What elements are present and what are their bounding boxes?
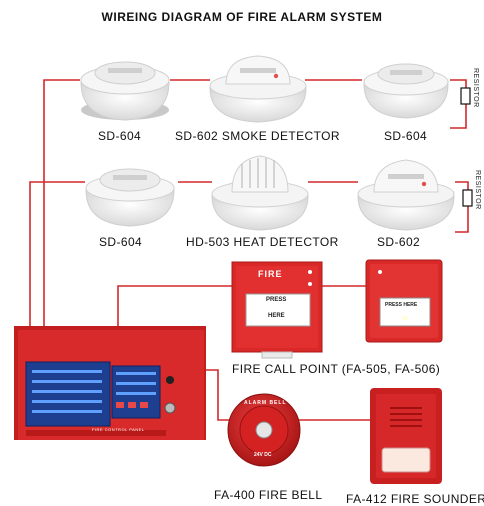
bell-text: ALARM BELL [244,400,287,406]
wire-bell [205,369,232,421]
diagram-title: WIREING DIAGRAM OF FIRE ALARM SYSTEM [101,10,383,24]
label-sd604-mid-left: SD-604 [99,235,143,249]
smoke-detector-sd604-mid-left [85,168,175,227]
call-point-press-text: PRESS [266,297,287,303]
wire-call-point [117,285,232,330]
label-sd604-top-left: SD-604 [98,129,142,143]
wire-return-trunk [29,181,85,330]
bell-voltage: 24V DC [254,452,272,458]
label-sd602-mid-right: SD-602 [377,235,421,249]
label-hd503-heat-detector: HD-503 HEAT DETECTOR [186,235,339,249]
resistor-mid [462,189,473,207]
label-fire-sounder: FA-412 FIRE SOUNDER [346,492,484,506]
smoke-detector-sd604-top-left [80,61,170,121]
label-fire-call-point: FIRE CALL POINT (FA-505, FA-506) [232,362,441,376]
wire-mid-resistor [455,181,469,233]
label-fire-bell: FA-400 FIRE BELL [214,488,323,502]
label-sd604-top-right: SD-604 [384,129,428,143]
smoke-detector-sd602-top-center [209,55,307,123]
resistor-top [460,87,471,105]
resistor-label-top: RESISTOR [472,68,479,108]
fire-bell [227,393,301,467]
small-call-point-press-text: PRESS HERE [385,302,418,308]
label-sd602-smoke-detector: SD-602 SMOKE DETECTOR [175,129,340,143]
fire-sounder [370,388,442,484]
call-point-fire-text: FIRE [258,269,283,279]
call-point-red [231,261,323,359]
smoke-detector-sd602-mid-right [357,159,455,231]
heat-detector-hd503 [211,155,309,231]
resistor-label-mid: RESISTOR [474,170,481,210]
smoke-detector-sd604-top-right [363,63,449,119]
panel-label: FIRE CONTROL PANEL [92,427,145,432]
fire-control-panel [14,326,206,440]
wire-main-trunk [43,79,80,330]
call-point-here-text: HERE [268,313,285,319]
call-point-small [365,259,443,343]
